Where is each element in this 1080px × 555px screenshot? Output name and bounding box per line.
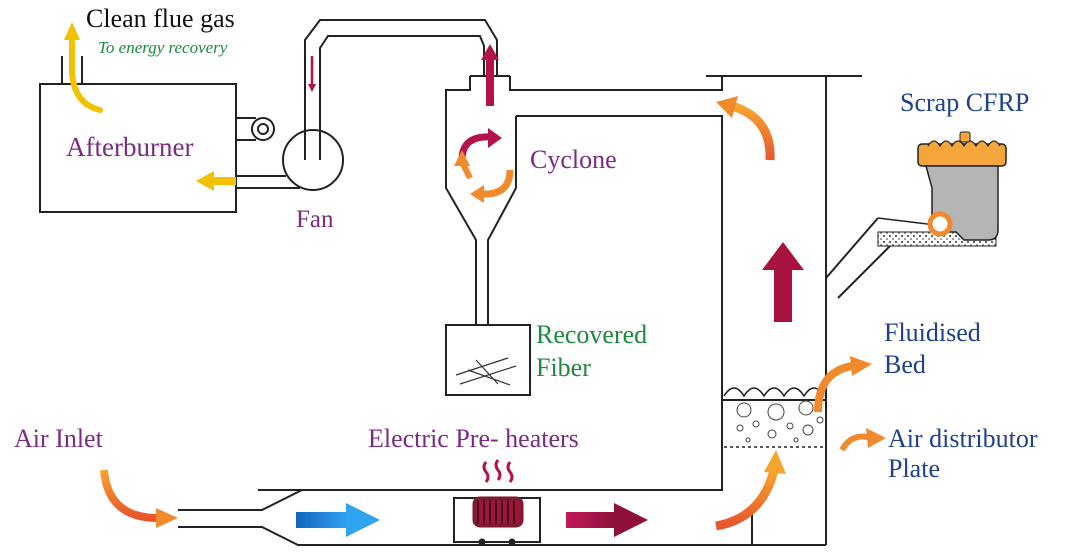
energy-recovery-label: To energy recovery: [98, 38, 228, 57]
fluidised-bed-reactor: [706, 75, 997, 546]
cyclone-unit: [258, 44, 723, 491]
coil-heater-icon: [453, 496, 541, 546]
fan-unit: [236, 117, 344, 191]
afterburner-unit: [39, 22, 237, 213]
recovered-fiber-bin: [445, 324, 531, 396]
duct-fan-to-cyclone: [304, 19, 498, 160]
fluidised-bed-label-2: Bed: [884, 350, 926, 379]
fibers-icon: [455, 357, 517, 386]
cfrp-hopper-icon: [917, 131, 1007, 241]
electric-preheaters-label: Electric Pre- heaters: [368, 424, 579, 453]
cyclone-label: Cyclone: [530, 145, 617, 174]
air-inlet-duct: [100, 399, 826, 546]
air-distributor-label-1: Air distributor: [888, 424, 1038, 453]
flame-heat-icon: [482, 459, 514, 483]
fluidised-bed-label-1: Fluidised: [884, 318, 981, 347]
scrap-cfrp-label: Scrap CFRP: [900, 88, 1030, 117]
afterburner-label: Afterburner: [66, 132, 194, 162]
air-distributor-label-2: Plate: [888, 454, 940, 483]
fan-label: Fan: [296, 206, 334, 233]
clean-flue-gas-label: Clean flue gas: [86, 4, 235, 33]
recovered-fiber-label-2: Fiber: [536, 353, 591, 382]
recovered-fiber-label-1: Recovered: [536, 320, 648, 349]
air-inlet-label: Air Inlet: [14, 424, 103, 453]
